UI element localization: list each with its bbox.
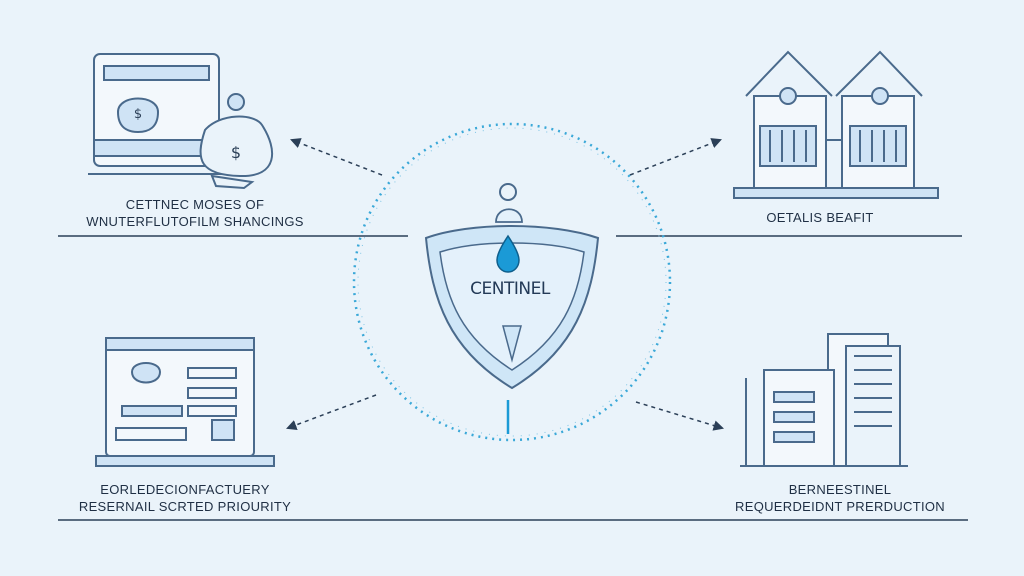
- svg-text:$: $: [134, 107, 142, 122]
- laptop-form-icon: [95, 337, 275, 467]
- node-label-bottom-right-line1: BERNEESTINEL: [788, 482, 892, 497]
- hub-ring: [352, 122, 672, 442]
- node-label-top-left-line1: CETTNEC MOSES OF: [125, 197, 265, 212]
- money-bag-monitor-icon: $ $: [88, 53, 274, 190]
- node-label-bottom-left-line2: RESERNAIL SCRTED PRIOURITY: [78, 499, 292, 514]
- node-label-top-right-line1: OETALIS BEAFIT: [766, 210, 874, 225]
- office-building-icon: [740, 333, 908, 467]
- arrow-to-top-right: [629, 138, 722, 176]
- node-label-top-left-line2: WNUTERFLUTOFILM SHANCINGS: [86, 214, 304, 229]
- arrow-to-top-left: [290, 138, 383, 176]
- node-label-bottom-left: EORLEDECIONFACTUERY RESERNAIL SCRTED PRI…: [70, 481, 300, 515]
- node-label-bottom-right-line2: REQUERDEIDNT PRERDUCTION: [735, 499, 945, 514]
- houses-icon: [733, 50, 939, 199]
- hub-emblem-text: CENTINEL: [470, 279, 550, 299]
- svg-text:$: $: [231, 143, 241, 162]
- arrow-to-bottom-left: [286, 394, 377, 430]
- hub-ring-inner: [357, 127, 667, 437]
- node-label-bottom-left-line1: EORLEDECIONFACTUERY: [100, 482, 270, 497]
- node-label-bottom-right: BERNEESTINEL REQUERDEIDNT PRERDUCTION: [730, 481, 950, 515]
- node-label-top-right: OETALIS BEAFIT: [730, 209, 910, 226]
- node-label-top-left: CETTNEC MOSES OF WNUTERFLUTOFILM SHANCIN…: [70, 196, 320, 230]
- arrow-to-bottom-right: [635, 401, 725, 431]
- shield-drop-icon: [424, 183, 600, 434]
